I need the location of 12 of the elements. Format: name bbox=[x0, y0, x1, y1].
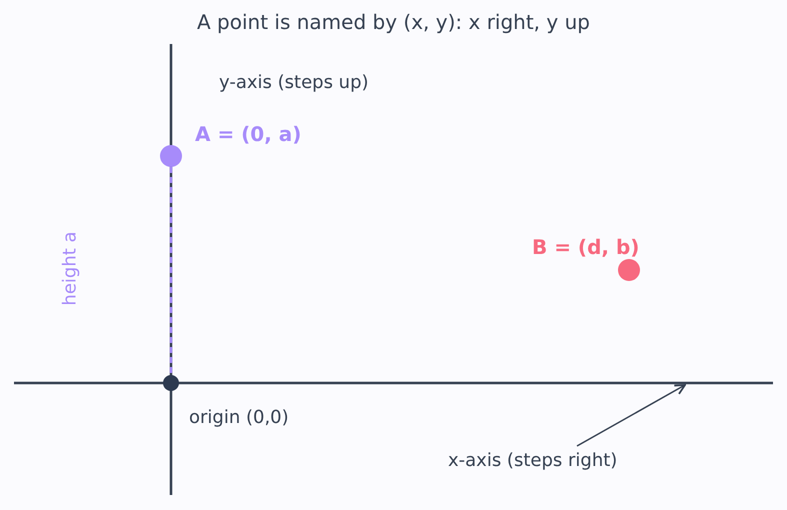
point-label: B = (d, b) bbox=[532, 235, 640, 259]
axis-label: y-axis (steps up) bbox=[219, 72, 369, 93]
point-label: A = (0, a) bbox=[195, 122, 302, 146]
point-dot bbox=[160, 145, 182, 167]
title: A point is named by (x, y): x right, y up bbox=[196, 10, 591, 34]
origin-dot bbox=[163, 375, 179, 391]
height-label: height a bbox=[60, 230, 80, 308]
origin-label: origin (0,0) bbox=[189, 407, 289, 428]
point-dot bbox=[618, 259, 640, 281]
dashed-line bbox=[170, 167, 172, 375]
axis-label: x-axis (steps right) bbox=[448, 450, 618, 471]
leader-arrow bbox=[576, 384, 686, 447]
